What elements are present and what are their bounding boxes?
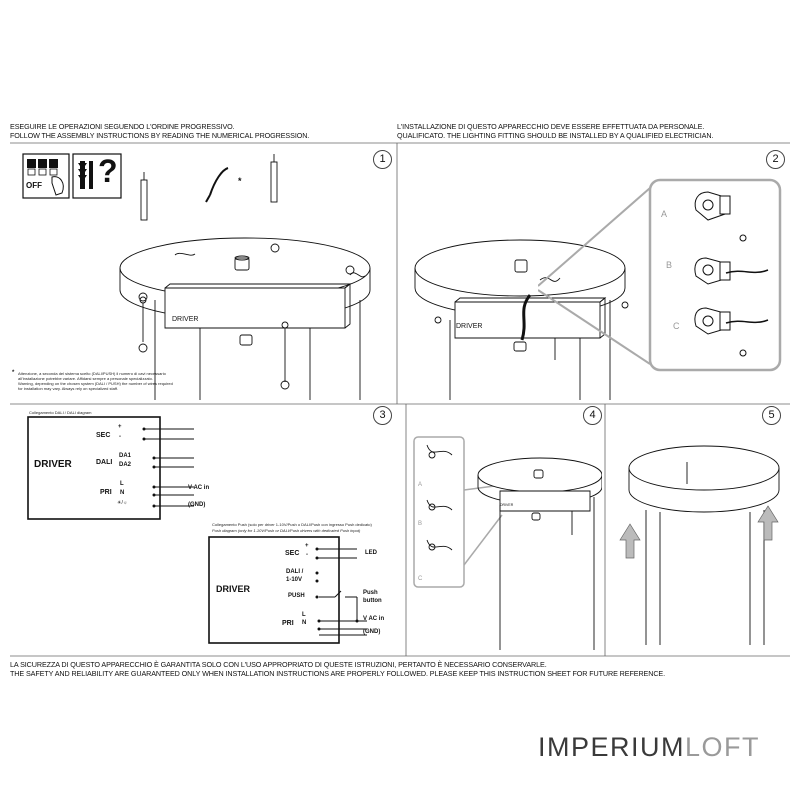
push-vac-in: V AC in	[363, 616, 385, 622]
note-line-1: Attenzione, a seconda del sistema scelto…	[18, 371, 166, 376]
footer-it: LA SICUREZZA DI QUESTO APPARECCHIO È GAR…	[10, 660, 547, 669]
push-sec-plus: +	[305, 543, 309, 549]
question-mark: ?	[98, 153, 118, 189]
push-dali-110v-1: DALI /	[286, 569, 304, 575]
up-arrow-icon-left	[619, 523, 641, 559]
dali-wiring-diagram	[27, 416, 194, 520]
step4-label-a: A	[418, 482, 423, 488]
dali-pri-label: PRI	[100, 489, 112, 496]
dali-l: L	[120, 481, 124, 487]
dali-sec-label: SEC	[96, 432, 111, 439]
up-arrow-icon-right	[757, 505, 779, 541]
note-line-2: all'installazione potrebbe variare. Affi…	[18, 376, 153, 381]
step-number-2: 2	[766, 150, 785, 169]
step-number-4: 4	[583, 406, 602, 425]
header-right-en: QUALIFICATO. THE LIGHTING FITTING SHOULD…	[397, 131, 714, 140]
dali-gnd: (GND)	[188, 502, 206, 508]
dali-ground-symbol: ☀/☼	[117, 500, 128, 506]
push-gnd: (GND)	[363, 629, 381, 635]
push-label: PUSH	[288, 593, 305, 599]
driver-label-1: DRIVER	[172, 316, 199, 323]
detail-label-a: A	[661, 209, 668, 219]
asterisk-mark-1: *	[238, 176, 242, 186]
brand-logo: IMPERIUMLOFT	[538, 732, 760, 763]
step4-label-c: C	[418, 576, 423, 582]
dali-label: DALI	[96, 459, 113, 466]
detail-label-b: B	[666, 260, 673, 270]
dali-da2: DA2	[119, 462, 132, 468]
push-sec-minus: -	[306, 552, 308, 558]
push-dali-110v-2: 1-10V	[286, 577, 303, 583]
note-line-3: Warning, depending on the chosen system …	[18, 381, 173, 386]
step-number-3: 3	[373, 406, 392, 425]
off-label: OFF	[26, 181, 42, 190]
canopy-drawing-4	[413, 436, 602, 650]
detail-label-c: C	[673, 321, 680, 331]
canopy-drawing-1	[119, 154, 371, 400]
wall-plug-question-icon	[72, 153, 122, 199]
dali-sec-plus: +	[118, 424, 122, 430]
push-sec-label: SEC	[285, 550, 300, 557]
push-pri-label: PRI	[282, 620, 294, 627]
dali-sec-minus: -	[119, 434, 121, 440]
detail-callout	[538, 178, 782, 372]
header-left-it: ESEGUIRE LE OPERAZIONI SEGUENDO L'ORDINE…	[10, 122, 235, 131]
brand-part-1: IMPERIUM	[538, 732, 685, 762]
push-led-label: LED	[365, 550, 377, 556]
push-caption-1: Collegamento Push (solo per driver 1-10V…	[212, 522, 372, 527]
driver-label-2: DRIVER	[456, 323, 483, 330]
push-wiring-diagram	[208, 536, 367, 644]
note-line-4: for installation may vary. Always rely o…	[18, 386, 119, 391]
note-star: *	[12, 370, 15, 376]
dali-n: N	[120, 490, 125, 496]
push-l: L	[302, 612, 306, 618]
step4-label-b: B	[418, 521, 423, 527]
dali-driver-label: DRIVER	[34, 459, 72, 470]
driver-label-4: DRIVER	[500, 503, 514, 507]
header-left-en: FOLLOW THE ASSEMBLY INSTRUCTIONS BY READ…	[10, 131, 310, 140]
dali-da1: DA1	[119, 453, 132, 459]
push-caption-2: Push diagram (only for 1-10V/Push or DAL…	[212, 528, 361, 533]
dali-diagram-caption: Collegamento DALI / DALI diagram	[29, 410, 92, 415]
dali-vac-in: V AC in	[188, 485, 210, 491]
canopy-drawing-2	[414, 239, 629, 400]
push-n: N	[302, 620, 307, 626]
push-button-label-1: Push	[363, 590, 378, 596]
push-driver-label: DRIVER	[216, 584, 251, 594]
footer-en: THE SAFETY AND RELIABILITY ARE GUARANTEE…	[10, 669, 665, 678]
brand-part-2: LOFT	[685, 732, 761, 762]
push-button-label-2: button	[363, 598, 382, 604]
step-number-5: 5	[762, 406, 781, 425]
canopy-drawing-5	[619, 445, 780, 645]
step-number-1: 1	[373, 150, 392, 169]
header-right-it: L'INSTALLAZIONE DI QUESTO APPARECCHIO DE…	[397, 122, 705, 131]
power-off-switch-icon	[22, 153, 70, 199]
